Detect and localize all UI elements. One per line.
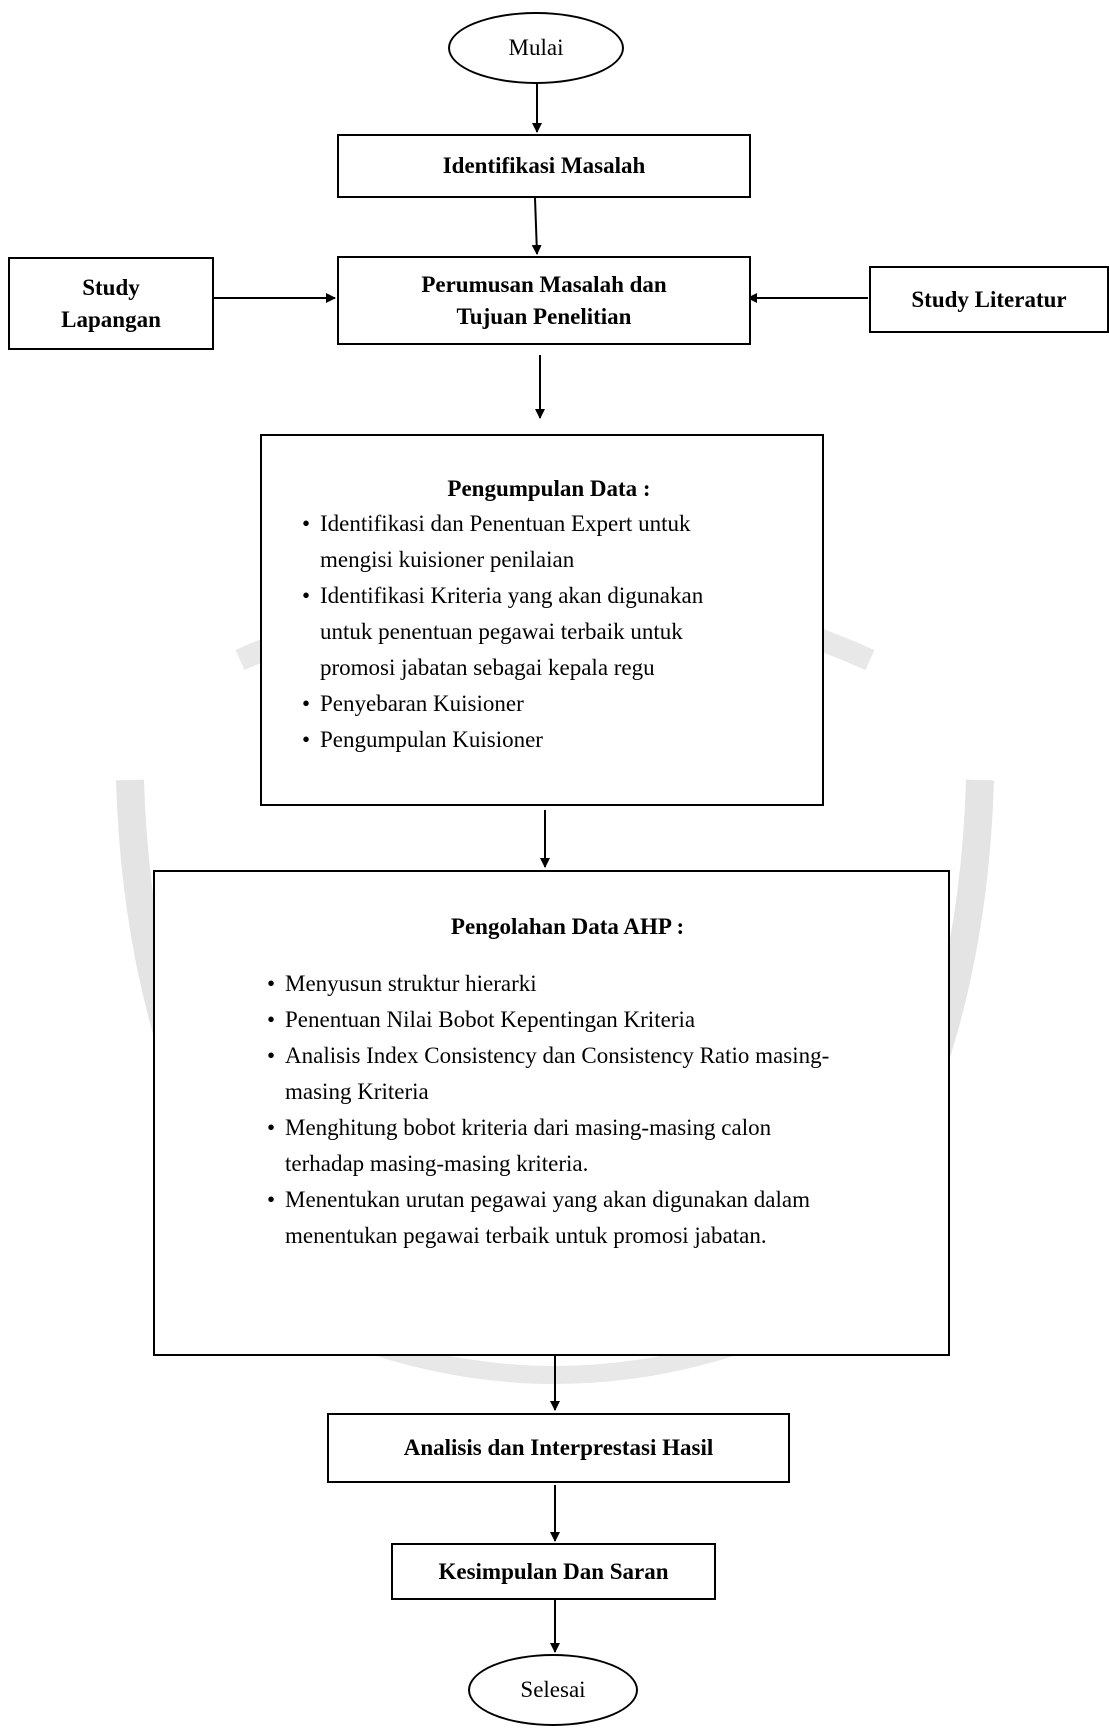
- list-item: Identifikasi Kriteria yang akan digunaka…: [302, 578, 806, 686]
- item-line: Penentuan Nilai Bobot Kepentingan Kriter…: [285, 1007, 696, 1032]
- kesimpulan-box: Kesimpulan Dan Saran: [391, 1543, 716, 1600]
- analisis-box: Analisis dan Interprestasi Hasil: [327, 1413, 790, 1483]
- item-line: Menentukan urutan pegawai yang akan digu…: [285, 1187, 810, 1212]
- identifikasi-label: Identifikasi Masalah: [442, 153, 646, 178]
- item-line: Analisis Index Consistency dan Consisten…: [285, 1043, 830, 1068]
- item-line: terhadap masing-masing kriteria.: [285, 1151, 589, 1176]
- item-line: promosi jabatan sebagai kepala regu: [320, 655, 655, 680]
- list-item: Identifikasi dan Penentuan Expert untuk …: [302, 506, 806, 578]
- analisis-label: Analisis dan Interprestasi Hasil: [403, 1435, 714, 1460]
- list-item: Menghitung bobot kriteria dari masing-ma…: [267, 1110, 928, 1182]
- study-lapangan-line-2: Lapangan: [61, 306, 161, 332]
- item-line: Pengumpulan Kuisioner: [320, 727, 543, 752]
- list-item: Penyebaran Kuisioner: [302, 686, 806, 722]
- arrow-identifikasi-perumusan: [531, 197, 542, 255]
- item-line: mengisi kuisioner penilaian: [320, 547, 575, 572]
- item-line: masing Kriteria: [285, 1079, 429, 1104]
- pengolahan-list: Menyusun struktur hierarki Penentuan Nil…: [267, 966, 928, 1254]
- list-item: Analisis Index Consistency dan Consisten…: [267, 1038, 928, 1110]
- end-label: Selesai: [520, 1677, 586, 1702]
- study-literatur-box: Study Literatur: [869, 266, 1109, 333]
- perumusan-line-1: Perumusan Masalah dan: [421, 271, 667, 297]
- list-item: Menyusun struktur hierarki: [267, 966, 928, 1002]
- item-line: Penyebaran Kuisioner: [320, 691, 524, 716]
- pengumpulan-list: Identifikasi dan Penentuan Expert untuk …: [302, 506, 806, 758]
- item-line: untuk penentuan pegawai terbaik untuk: [320, 619, 683, 644]
- item-line: Menyusun struktur hierarki: [285, 971, 537, 996]
- identifikasi-masalah-box: Identifikasi Masalah: [337, 134, 751, 198]
- end-node: Selesai: [468, 1654, 638, 1726]
- list-item: Pengumpulan Kuisioner: [302, 722, 806, 758]
- list-item: Penentuan Nilai Bobot Kepentingan Kriter…: [267, 1002, 928, 1038]
- study-literatur-label: Study Literatur: [911, 286, 1067, 312]
- pengolahan-title: Pengolahan Data AHP :: [450, 914, 685, 939]
- item-line: Menghitung bobot kriteria dari masing-ma…: [285, 1115, 772, 1140]
- kesimpulan-label: Kesimpulan Dan Saran: [438, 1558, 669, 1584]
- pengumpulan-title: Pengumpulan Data :: [447, 476, 651, 501]
- start-node: Mulai: [448, 12, 624, 84]
- study-lapangan-box: Study Lapangan: [8, 257, 214, 350]
- item-line: Identifikasi dan Penentuan Expert untuk: [320, 511, 691, 536]
- pengolahan-data-box: Pengolahan Data AHP : Menyusun struktur …: [153, 870, 950, 1356]
- study-lapangan-line-1: Study: [82, 274, 140, 300]
- list-item: Menentukan urutan pegawai yang akan digu…: [267, 1182, 928, 1254]
- perumusan-masalah-box: Perumusan Masalah dan Tujuan Penelitian: [337, 256, 751, 345]
- item-line: Identifikasi Kriteria yang akan digunaka…: [320, 583, 704, 608]
- start-label: Mulai: [508, 35, 564, 60]
- pengumpulan-data-box: Pengumpulan Data : Identifikasi dan Pene…: [260, 434, 824, 806]
- perumusan-line-2: Tujuan Penelitian: [456, 303, 632, 329]
- item-line: menentukan pegawai terbaik untuk promosi…: [285, 1223, 767, 1248]
